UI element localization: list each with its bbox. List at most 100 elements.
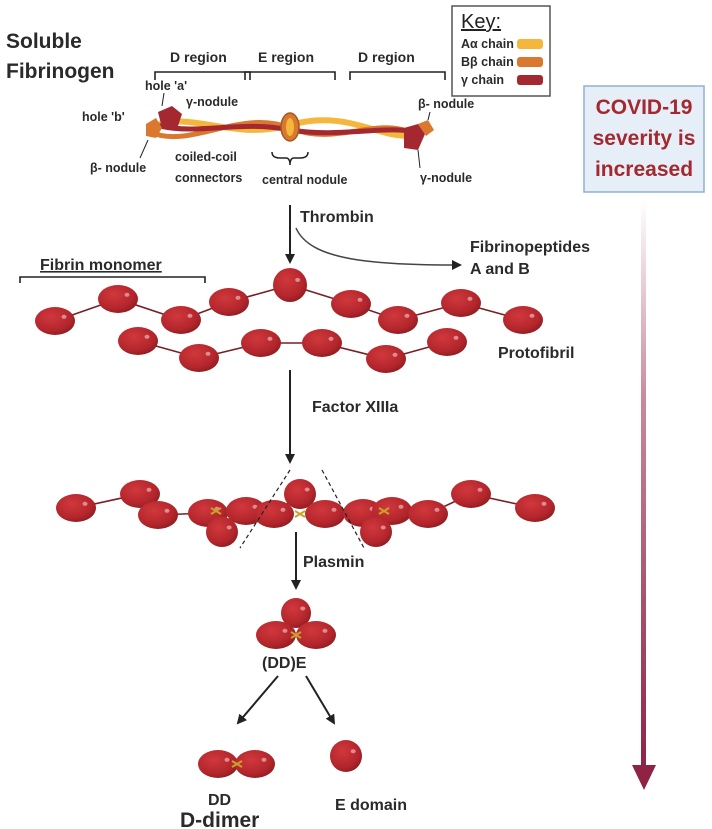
nodule-highlight (322, 628, 328, 633)
key-swatch-alpha (517, 39, 543, 49)
central-nodule-label: central nodule (262, 173, 347, 187)
nodule-highlight (541, 501, 547, 506)
nodule (98, 285, 138, 313)
e-arrow (305, 675, 336, 725)
bracket-d-left (154, 71, 251, 80)
nodule (515, 494, 555, 522)
title-line-2: Fibrinogen (6, 60, 115, 83)
nodule-highlight (280, 507, 286, 512)
dd-label: DD (208, 792, 231, 809)
nodule-highlight (282, 628, 288, 633)
central-nodule-bracket (271, 151, 309, 166)
region-d-right-label: D region (358, 49, 415, 65)
nodule-highlight (124, 292, 130, 297)
nodule-highlight (224, 757, 230, 762)
nodule-highlight (477, 487, 483, 492)
crosslink-mark (231, 760, 243, 768)
nodule (198, 750, 238, 778)
nodule (503, 306, 543, 334)
cleavage-line-right (321, 469, 365, 549)
nodule-highlight (146, 487, 152, 492)
nodule (256, 621, 296, 649)
beta-nodule-left (146, 118, 162, 138)
crosslinked-fibrin (56, 479, 555, 547)
nodule (378, 306, 418, 334)
crosslink-mark (378, 507, 390, 515)
dde-label: (DD)E (262, 655, 307, 672)
gamma-nodule-right-label: γ-nodule (420, 171, 472, 185)
nodule-highlight (267, 336, 273, 341)
crosslink-mark (290, 631, 302, 639)
nodule-highlight (357, 297, 363, 302)
crosslink-mark (210, 507, 222, 515)
nodule (120, 480, 160, 508)
nodule (451, 480, 491, 508)
dd-arrow (236, 675, 279, 725)
nodule (330, 740, 362, 772)
nodule-highlight (453, 335, 459, 340)
nodule-highlight (235, 295, 241, 300)
nodule-highlight (295, 277, 301, 282)
e-domain (330, 740, 362, 772)
nodule-highlight (61, 314, 67, 319)
nodule (305, 500, 345, 528)
region-brackets (154, 71, 446, 80)
key-box: Key: Aα chain Bβ chain γ chain (451, 5, 551, 97)
nodule (441, 289, 481, 317)
nodule (161, 306, 201, 334)
beta-nodule-right (418, 120, 434, 136)
nodule-highlight (226, 525, 232, 530)
nodule-highlight (144, 334, 150, 339)
beta-nodule-right-label: β- nodule (418, 97, 474, 111)
d-dimer-label: D-dimer (180, 809, 259, 829)
nodule-highlight (398, 504, 404, 509)
fibrin-monomer-label: Fibrin monomer (40, 257, 162, 274)
nodule (35, 307, 75, 335)
gamma-nodule-left-label: γ-nodule (186, 95, 238, 109)
nodule (284, 479, 316, 509)
covid-line-2: severity is (593, 127, 696, 150)
coiled-coil-label-1: coiled-coil (175, 150, 237, 164)
nodule (427, 328, 467, 356)
nodule (366, 345, 406, 373)
d-dimer (198, 750, 275, 778)
nodule-highlight (392, 352, 398, 357)
protofibril-label: Protofibril (498, 345, 574, 362)
fibrinopeptides-arrow (295, 227, 462, 270)
key-title: Key: (461, 11, 501, 33)
nodule (372, 497, 412, 525)
hole-b-label: hole 'b' (82, 110, 125, 124)
crosslink-mark (294, 510, 306, 518)
covid-line-3: increased (595, 158, 693, 181)
cleavage-line-left (239, 469, 291, 549)
covid-arrow-head (632, 765, 656, 790)
nodule (408, 500, 448, 528)
nodule-highlight (304, 487, 310, 492)
nodule-highlight (350, 749, 356, 754)
nodule (209, 288, 249, 316)
nodule-highlight (328, 336, 334, 341)
region-d-left-label: D region (170, 49, 227, 65)
gamma-nodule-right (404, 124, 425, 150)
nodule (56, 494, 96, 522)
nodule (179, 344, 219, 372)
region-e-label: E region (258, 49, 314, 65)
nodule (241, 329, 281, 357)
fibrinogen-molecule (146, 106, 434, 150)
nodule-highlight (300, 606, 306, 611)
nodule-highlight (434, 507, 440, 512)
bracket-e (244, 71, 336, 80)
key-item-alpha: Aα chain (461, 37, 514, 51)
nodule-highlight (205, 351, 211, 356)
nodule (206, 517, 238, 547)
nodule-highlight (380, 525, 386, 530)
covid-line-1: COVID-19 (596, 96, 693, 119)
beta-nodule-left-label: β- nodule (90, 161, 146, 175)
dde-fragment (256, 598, 336, 649)
fibrin-monomer-bracket (19, 276, 206, 283)
nodule-highlight (82, 501, 88, 506)
nodule-highlight (529, 313, 535, 318)
nodule-highlight (164, 508, 170, 513)
nodule (360, 517, 392, 547)
